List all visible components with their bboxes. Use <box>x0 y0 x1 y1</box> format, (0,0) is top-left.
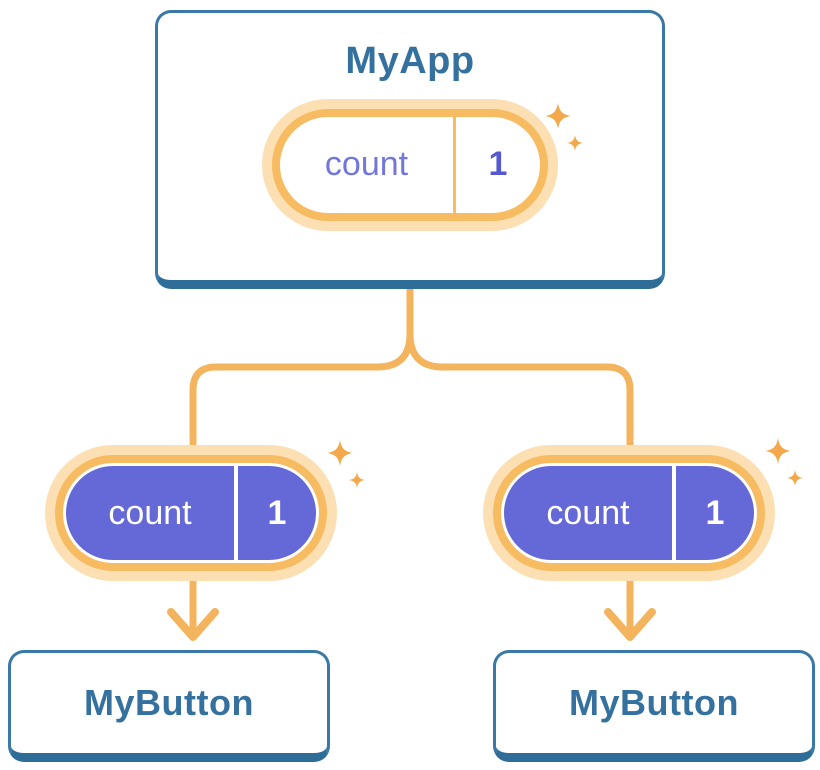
left-prop-pill-core: count 1 <box>66 466 316 560</box>
state-pill-value: 1 <box>488 145 508 184</box>
pill-divider <box>453 116 456 213</box>
root-component-title: MyApp <box>345 40 475 82</box>
arrow-down-icon <box>604 608 656 641</box>
prop-pill-value: 1 <box>705 493 725 532</box>
sparkle-icon <box>765 438 803 486</box>
left-child-component-card: MyButton <box>8 650 330 762</box>
left-prop-pill: count 1 <box>55 455 327 571</box>
pill-divider <box>672 466 676 560</box>
sparkle-icon <box>545 103 583 151</box>
root-state-pill: count 1 <box>272 108 548 221</box>
prop-pill-label: count <box>108 493 192 532</box>
child-component-title: MyButton <box>84 682 254 724</box>
right-prop-pill: count 1 <box>493 455 765 571</box>
pill-divider <box>234 466 238 560</box>
state-pill-label: count <box>324 145 409 184</box>
prop-pill-label: count <box>546 493 630 532</box>
right-child-component-card: MyButton <box>493 650 815 762</box>
prop-pill-value: 1 <box>267 493 287 532</box>
connector-fork-left <box>189 287 414 448</box>
connector-fork-right <box>406 287 634 448</box>
child-component-title: MyButton <box>569 682 739 724</box>
sparkle-icon <box>327 440 365 488</box>
root-component-card: MyApp count 1 <box>155 10 665 289</box>
arrow-down-icon <box>167 608 219 641</box>
right-prop-pill-core: count 1 <box>504 466 754 560</box>
